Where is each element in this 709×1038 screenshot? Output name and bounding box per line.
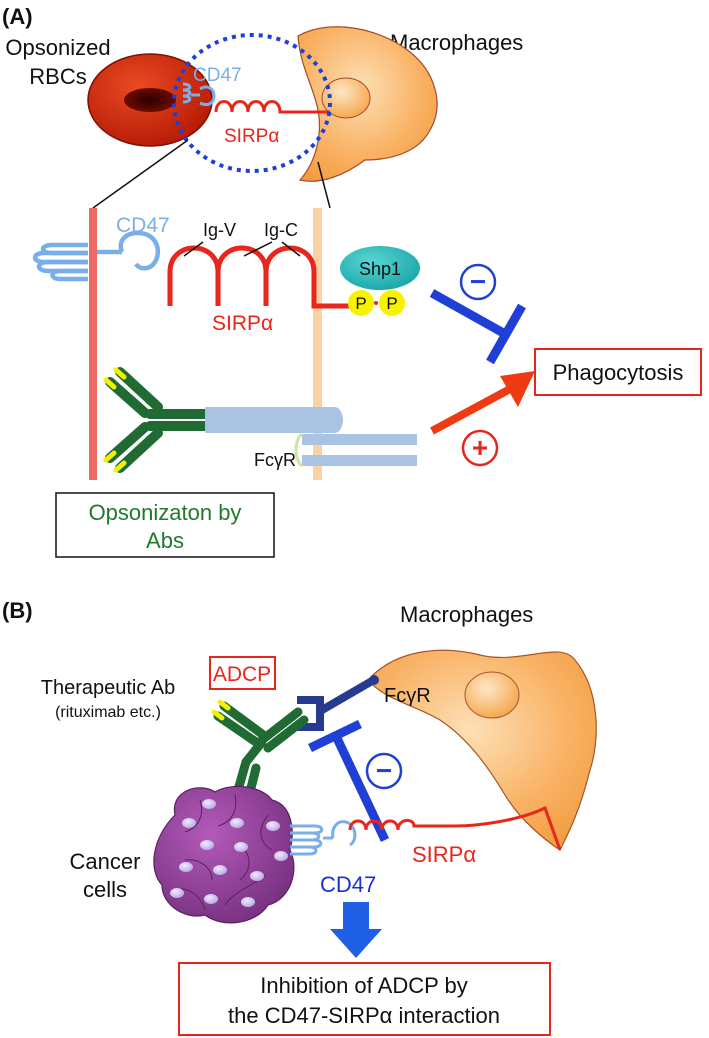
cancer-cells-label-line1: Cancer (70, 849, 141, 874)
macrophage-membrane (313, 208, 322, 480)
inhibition-arrow-a (429, 289, 526, 365)
cd47-label-b: CD47 (320, 872, 376, 897)
sirpa-label-b: SIRPα (412, 842, 476, 867)
activation-arrow (430, 371, 535, 435)
phospho-label-2: P (386, 294, 397, 313)
cd47-large (32, 230, 161, 282)
cd47-label-a: CD47 (116, 214, 170, 237)
antibody-a (103, 367, 210, 473)
macrophage-nucleus-a (321, 77, 371, 119)
ig-c-label: Ig-C (264, 220, 298, 240)
ig-v-pointer (183, 241, 204, 257)
therapeutic-ab-sublabel: (rituximab etc.) (55, 704, 161, 721)
phospho-link-dot (374, 301, 378, 305)
macrophage-a (297, 26, 438, 182)
panel-b-label: (B) (2, 598, 33, 623)
ig-c-pointer-2 (281, 241, 301, 257)
sirpa-large (167, 245, 350, 309)
svg-text:+: + (472, 432, 488, 463)
opsonization-label-line2: Abs (146, 528, 184, 553)
therapeutic-antibody (211, 699, 309, 804)
zoom-circle (172, 33, 332, 173)
opsonization-box (55, 492, 275, 558)
macrophages-label-b: Macrophages (400, 602, 533, 627)
macrophage-nucleus-b (464, 671, 520, 719)
conclusion-line2: the CD47-SIRPα interaction (228, 1003, 500, 1028)
phospho-circle-1 (348, 290, 374, 316)
plus-symbol-a: + (461, 429, 499, 467)
rbc-membrane (89, 208, 97, 480)
sirpa-small-label-a: SIRPα (224, 126, 279, 147)
macrophage-b (367, 649, 597, 851)
fcgr-label-a: FcγR (254, 450, 296, 470)
adcp-label: ADCP (213, 663, 271, 686)
shp1-ellipse (340, 246, 420, 290)
fcgr-label-b: FcγR (384, 685, 431, 707)
cd47-small-a (182, 82, 216, 107)
fcgr-receptor-a (205, 407, 417, 468)
opsonization-label-line1: Opsonizaton by (89, 500, 242, 525)
minus-symbol-a: − (459, 263, 497, 301)
cancer-cells-label-line2: cells (83, 877, 127, 902)
down-arrow (330, 902, 382, 958)
opsonized-rbcs-label-line1: Opsonized (5, 35, 110, 60)
svg-text:−: − (470, 266, 486, 297)
zoom-line-right (317, 161, 331, 209)
shp1-label: Shp1 (359, 259, 401, 279)
cancer-cell-cluster (153, 785, 295, 924)
phospho-circle-2 (379, 290, 405, 316)
cd47-b (290, 820, 357, 856)
phospho-label-1: P (355, 294, 366, 313)
sirpa-label-a: SIRPα (212, 312, 273, 335)
adcp-box (209, 656, 276, 690)
cd47-small-label-a: CD47 (193, 65, 242, 86)
minus-symbol-b: − (365, 752, 403, 790)
conclusion-line1: Inhibition of ADCP by (260, 973, 468, 998)
conclusion-box (178, 962, 551, 1036)
phagocytosis-box (534, 348, 702, 396)
opsonized-rbcs-label-line2: RBCs (29, 64, 86, 89)
fcgr-anchor-b (369, 675, 379, 685)
therapeutic-ab-label: Therapeutic Ab (41, 677, 176, 699)
macrophages-label-a: Macrophages (390, 30, 523, 55)
panel-a-label: (A) (2, 4, 33, 29)
ig-c-pointer-1 (243, 241, 273, 257)
phagocytosis-label: Phagocytosis (553, 360, 684, 385)
zoom-line-left (92, 139, 189, 209)
svg-text:−: − (376, 755, 392, 786)
sirpa-small-a (214, 100, 330, 114)
ig-v-label: Ig-V (203, 220, 236, 240)
fcgr-receptor-b (297, 677, 375, 731)
sirpa-b (348, 805, 562, 851)
